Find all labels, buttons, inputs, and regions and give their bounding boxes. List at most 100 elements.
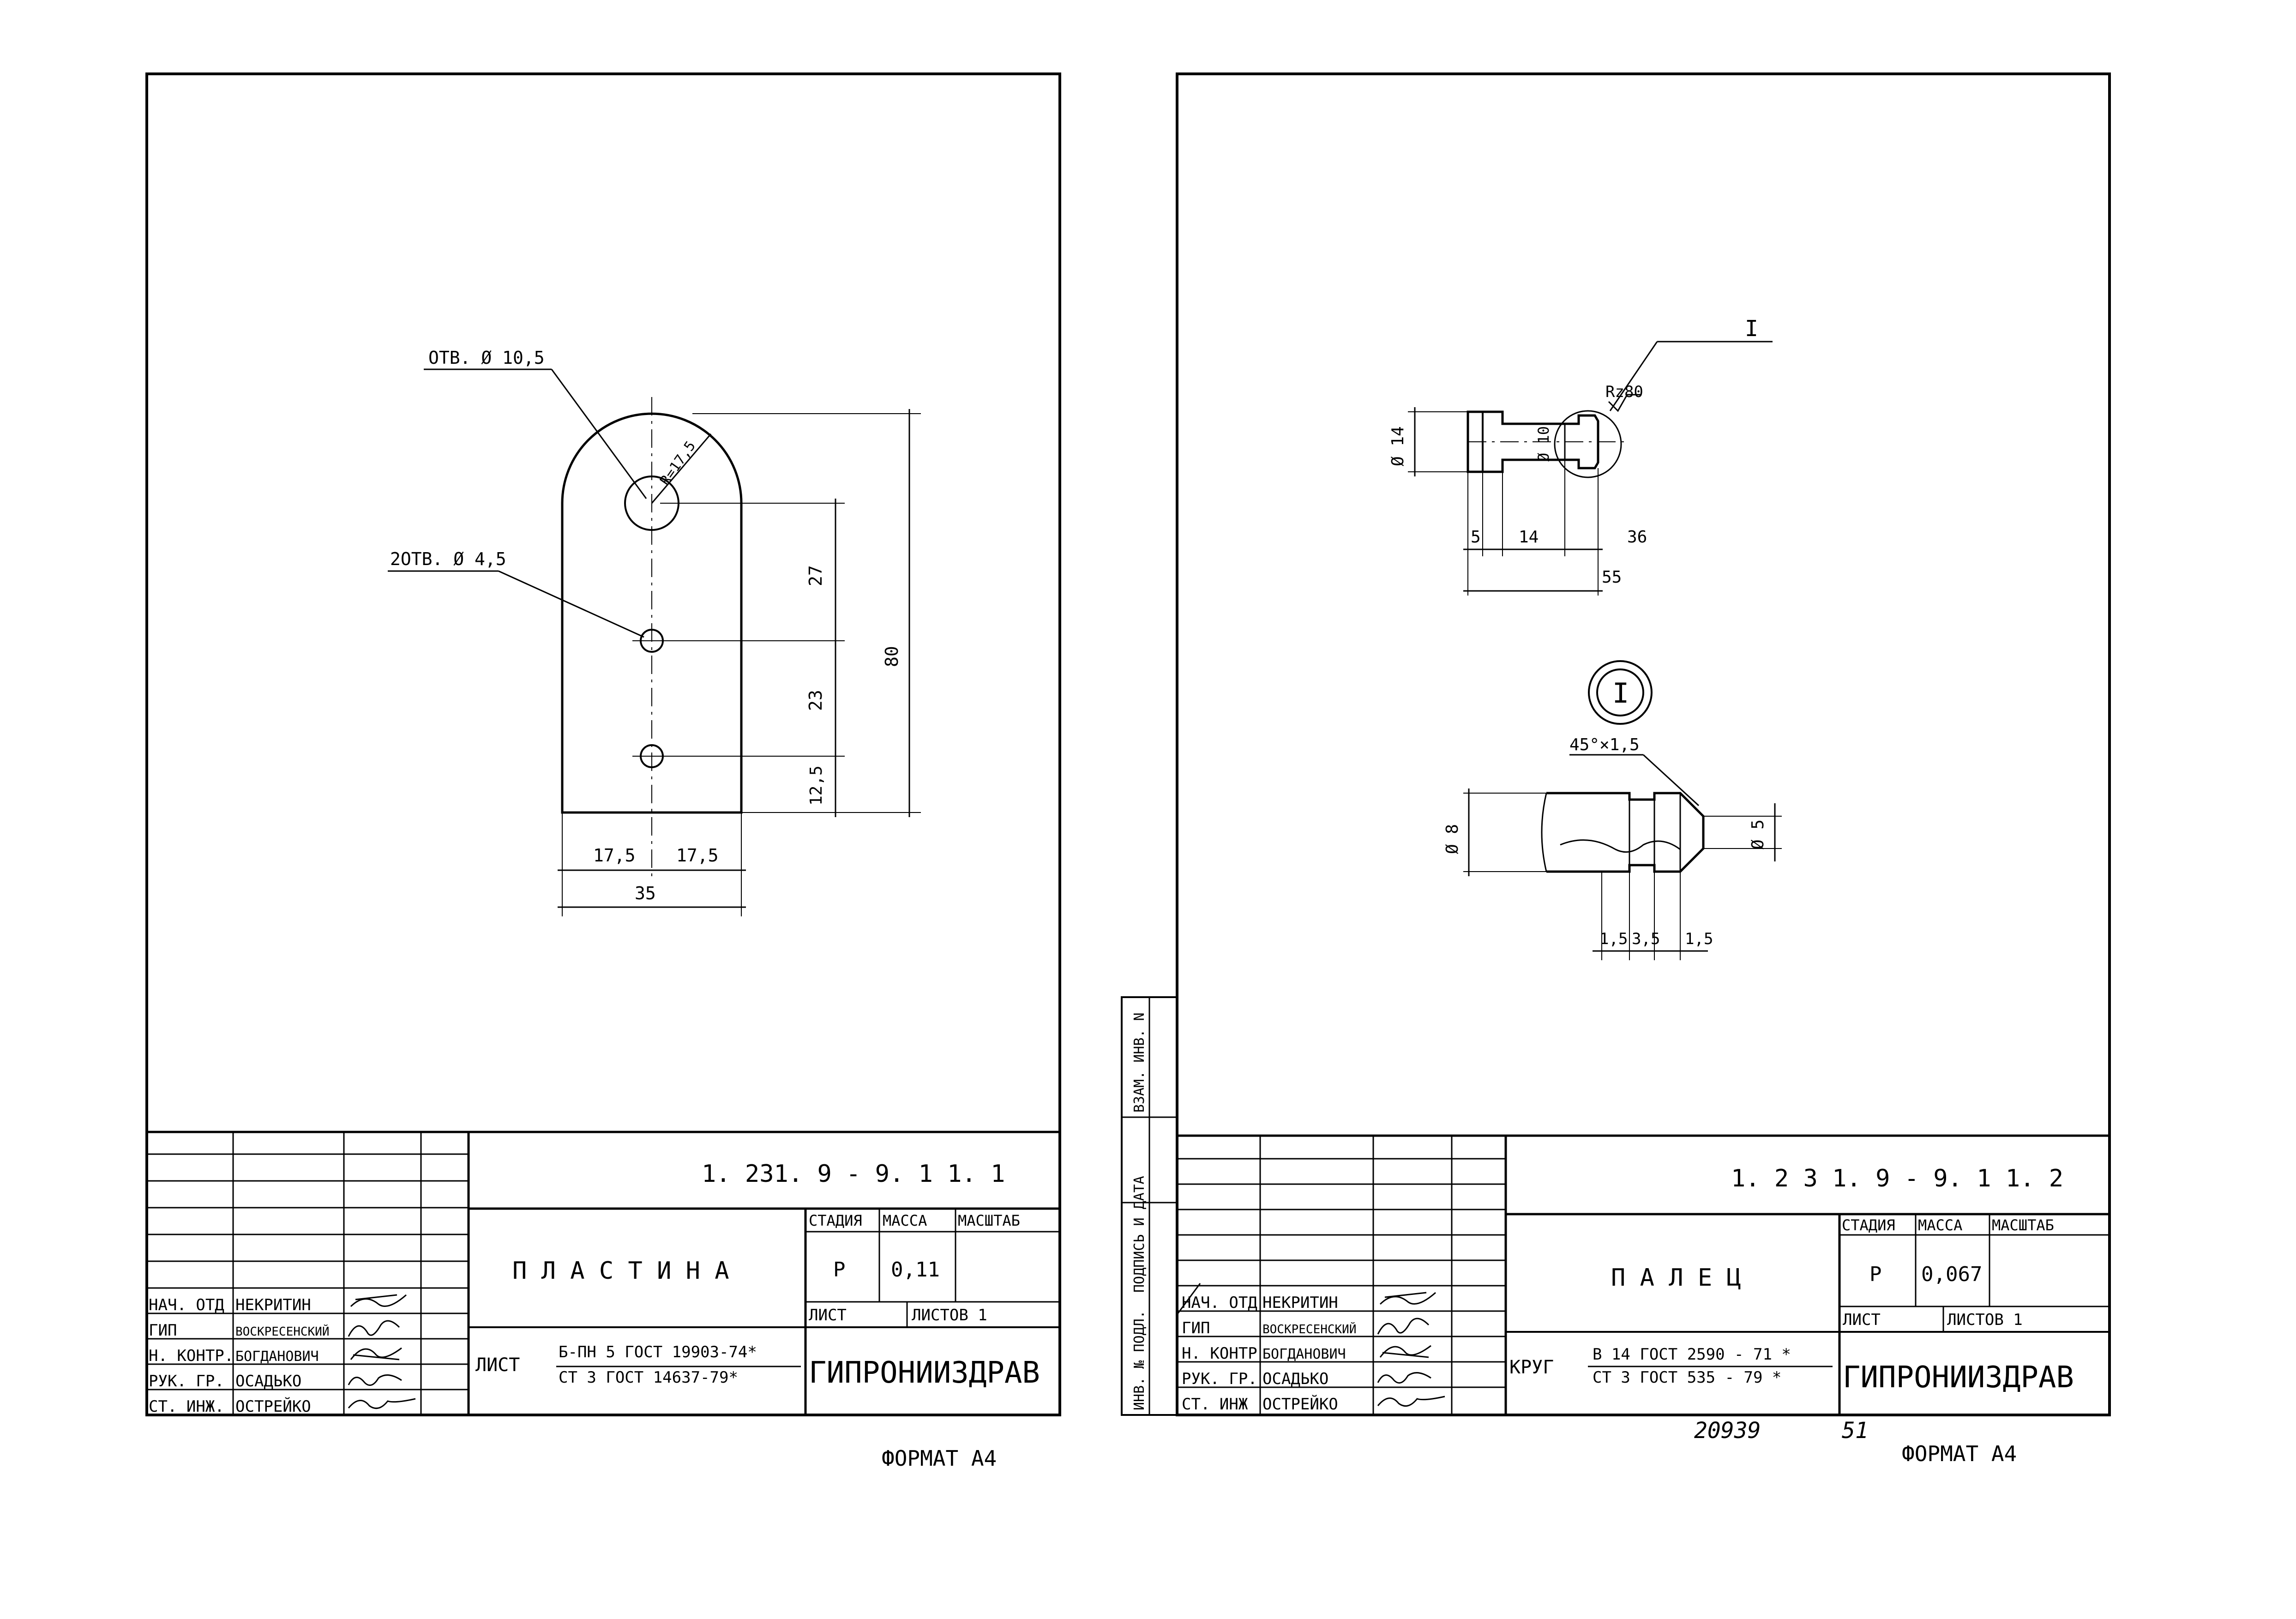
role-3: РУК. ГР. (1182, 1370, 1257, 1388)
sheet-label: ЛИСТ (809, 1306, 847, 1324)
signature-4 (1377, 1372, 1431, 1384)
sheet-label: ЛИСТ (1843, 1311, 1881, 1329)
material-bottom: СТ 3 ГОСТ 535 - 79 * (1593, 1368, 1781, 1387)
side-stamp: ИНВ. № ПОДЛ. ПОДПИСЬ И ДАТА ВЗАМ. ИНВ. N (1121, 996, 1178, 1416)
org-name: ГИПРОНИИЗДРАВ (809, 1356, 1040, 1390)
title-code: 1. 231. 9 - 9. 1 1. 1 (702, 1160, 1005, 1188)
dim-14: 14 (1519, 528, 1539, 547)
name-4: ОСТРЕЙКО (235, 1397, 311, 1416)
mass-value: 0,11 (891, 1258, 940, 1282)
callout-holes-small: 2ОТВ. Ø 4,5 (390, 549, 506, 569)
signature-3 (350, 1347, 402, 1360)
dim-27: 27 (805, 565, 826, 586)
dim-w1: 1,5 (1599, 930, 1628, 948)
sheets-label: ЛИСТОВ 1 (912, 1306, 987, 1324)
material-top: Б-ПН 5 ГОСТ 19903-74* (559, 1343, 757, 1361)
chamfer-label: 45°×1,5 (1569, 735, 1640, 754)
material-bottom: СТ 3 ГОСТ 14637-79* (559, 1368, 738, 1387)
role-2: Н. КОНТР (1182, 1344, 1257, 1363)
material-top: В 14 ГОСТ 2590 - 71 * (1593, 1345, 1791, 1364)
dim-d10: Ø 10 (1535, 426, 1552, 462)
signature-2 (1377, 1318, 1430, 1335)
col-mass: МАССА (883, 1212, 927, 1229)
plate-outline (561, 412, 743, 814)
dim-w3: 1,5 (1685, 930, 1713, 948)
role-3: РУК. ГР. (149, 1372, 224, 1390)
right-sheet: I Rz80 Ø 14 Ø 10 5 14 36 55 I 45°×1,5 (1121, 72, 2111, 1466)
dim-d8: Ø 8 (1443, 824, 1462, 854)
mass-value: 0,067 (1921, 1263, 1982, 1286)
signature-5 (1377, 1396, 1445, 1407)
name-4: ОСТРЕЙКО (1262, 1395, 1338, 1414)
pin-outline (1467, 410, 1599, 473)
name-1: ВОСКРЕСЕНСКИЙ (1262, 1322, 1357, 1336)
material-label: ЛИСТ (475, 1354, 520, 1376)
dim-12-5: 12,5 (807, 765, 826, 806)
page-number: 51 (1842, 1418, 1869, 1444)
dim-w2: 3,5 (1632, 930, 1660, 948)
dim-17-5-b: 17,5 (676, 845, 719, 866)
detail-marker-outer (1588, 660, 1653, 725)
stamp-signature-date: ПОДПИСЬ И ДАТА (1131, 1176, 1148, 1293)
detail-marker-label: I (1612, 677, 1629, 710)
detail-outline (1546, 792, 1705, 873)
detail-marker-inner (1596, 668, 1644, 716)
dim-23: 23 (805, 690, 826, 711)
name-3: ОСАДЬКО (1262, 1370, 1328, 1388)
name-3: ОСАДЬКО (235, 1372, 301, 1390)
stage-value: Р (833, 1258, 846, 1282)
dim-17-5-a: 17,5 (593, 845, 636, 866)
role-4: СТ. ИНЖ (1182, 1395, 1248, 1414)
sheets-label: ЛИСТОВ 1 (1947, 1311, 2023, 1329)
name-0: НЕКРИТИН (1262, 1294, 1338, 1312)
detail-ref-label: I (1745, 316, 1758, 342)
stamp-repl-inv: ВЗАМ. ИНВ. N (1131, 1012, 1148, 1113)
dim-d14: Ø 14 (1388, 426, 1407, 466)
name-0: НЕКРИТИН (235, 1296, 311, 1314)
left-title-block: 1. 231. 9 - 9. 1 1. 1 П Л А С Т И Н А СТ… (145, 1131, 1061, 1416)
name-1: ВОСКРЕСЕНСКИЙ (235, 1324, 330, 1339)
signature-1 (350, 1294, 407, 1307)
callout-hole-big: ОТВ. Ø 10,5 (428, 348, 545, 368)
signature-5 (348, 1398, 416, 1409)
role-2: Н. КОНТР. (149, 1347, 234, 1365)
signature-4 (348, 1374, 402, 1386)
title-code: 1. 2 3 1. 9 - 9. 1 1. 2 (1731, 1165, 2063, 1192)
role-4: СТ. ИНЖ. (149, 1397, 224, 1416)
signature-2 (348, 1320, 400, 1337)
col-scale: МАСШТАБ (958, 1212, 1020, 1229)
dim-d5: Ø 5 (1749, 819, 1767, 849)
left-sheet: ОТВ. Ø 10,5 2ОТВ. Ø 4,5 R=17,5 27 23 12,… (145, 72, 1061, 1471)
col-stage: СТАДИЯ (1842, 1216, 1895, 1234)
name-2: БОГДАНОВИЧ (1262, 1346, 1346, 1362)
callout-radius: R=17,5 (657, 438, 699, 488)
part-name: П А Л Е Ц (1611, 1264, 1741, 1292)
stage-value: Р (1869, 1263, 1882, 1286)
org-name: ГИПРОНИИЗДРАВ (1843, 1360, 2074, 1395)
dim-5: 5 (1471, 528, 1481, 547)
dim-35: 35 (635, 883, 656, 903)
role-1: ГИП (1182, 1319, 1210, 1337)
signature-3 (1379, 1345, 1431, 1358)
format-label: ФОРМАТ А4 (1902, 1441, 2017, 1466)
detail-circle (1554, 410, 1622, 478)
part-name: П Л А С Т И Н А (512, 1257, 729, 1285)
material-label: КРУГ (1509, 1357, 1554, 1378)
dim-80: 80 (882, 646, 902, 667)
name-2: БОГДАНОВИЧ (235, 1348, 319, 1365)
col-scale: МАСШТАБ (1992, 1216, 2054, 1234)
role-0: НАЧ. ОТД (1182, 1294, 1257, 1312)
format-label: ФОРМАТ А4 (882, 1446, 997, 1471)
signature-1 (1379, 1292, 1436, 1305)
col-stage: СТАДИЯ (809, 1212, 862, 1229)
role-1: ГИП (149, 1321, 177, 1340)
col-mass: МАССА (1918, 1216, 1962, 1234)
roughness: Rz80 (1605, 383, 1643, 401)
doc-number: 20939 (1694, 1418, 1761, 1444)
role-0: НАЧ. ОТД (149, 1296, 224, 1314)
right-title-block: 1. 2 3 1. 9 - 9. 1 1. 2 П А Л Е Ц СТАДИЯ… (1175, 1134, 2111, 1416)
dim-55: 55 (1602, 568, 1622, 587)
stamp-inv-orig: ИНВ. № ПОДЛ. (1131, 1310, 1148, 1410)
dim-36: 36 (1627, 528, 1647, 547)
